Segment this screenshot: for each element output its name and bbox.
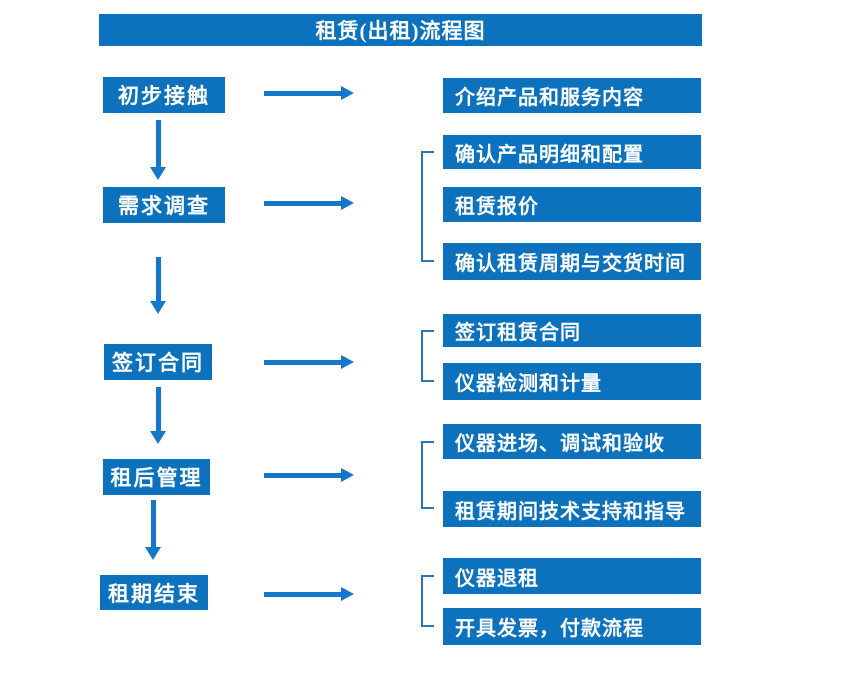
step-box-post-rental-mgmt: 租后管理 (103, 459, 210, 495)
down-arrow-1 (150, 120, 166, 180)
arrow-head-icon (341, 86, 354, 100)
arrow-shaft (264, 472, 341, 478)
bracket-group-rental-end (421, 575, 434, 627)
detail-box-invoice-payment: 开具发票，付款流程 (443, 608, 701, 645)
bracket-group-post-rental (421, 441, 434, 509)
arrow-head-icon (150, 167, 166, 180)
detail-box-sign-rental-contract: 签订租赁合同 (443, 314, 701, 347)
arrow-head-icon (150, 301, 166, 314)
arrow-shaft (264, 90, 341, 96)
down-arrow-2 (150, 257, 166, 314)
arrow-head-icon (145, 547, 161, 560)
title-text: 租赁(出租)流程图 (315, 19, 486, 43)
detail-box-instrument-setup: 仪器进场、调试和验收 (443, 424, 701, 459)
detail-box-confirm-config: 确认产品明细和配置 (443, 135, 701, 169)
arrow-head-icon (341, 355, 354, 369)
step-box-rental-end: 租期结束 (100, 575, 208, 610)
detail-box-confirm-period: 确认租赁周期与交货时间 (443, 243, 701, 280)
bracket-group-demand-survey (421, 151, 434, 262)
arrow-shaft (155, 387, 161, 431)
down-arrow-4 (145, 500, 161, 560)
arrow-shaft (155, 257, 161, 301)
step-box-sign-contract: 签订合同 (104, 344, 212, 380)
title-bar: 租赁(出租)流程图 (99, 14, 702, 46)
detail-box-rental-quote: 租赁报价 (443, 187, 701, 222)
arrow-head-icon (341, 468, 354, 482)
right-arrow-row3 (264, 355, 354, 369)
arrow-head-icon (341, 196, 354, 210)
right-arrow-row1 (264, 86, 354, 100)
arrow-shaft (155, 120, 161, 167)
bracket-group-sign-contract (421, 330, 434, 382)
right-arrow-row2 (264, 196, 354, 210)
right-arrow-row5 (264, 587, 354, 601)
detail-box-intro-products: 介绍产品和服务内容 (443, 78, 701, 113)
arrow-shaft (264, 359, 341, 365)
arrow-shaft (264, 591, 341, 597)
detail-box-tech-support: 租赁期间技术支持和指导 (443, 491, 701, 527)
arrow-shaft (264, 200, 341, 206)
down-arrow-3 (150, 387, 166, 444)
arrow-head-icon (341, 587, 354, 601)
arrow-shaft (150, 500, 156, 547)
detail-box-instrument-testing: 仪器检测和计量 (443, 363, 701, 400)
step-box-demand-survey: 需求调查 (103, 187, 225, 223)
detail-box-instrument-return: 仪器退租 (443, 558, 701, 594)
step-box-initial-contact: 初步接触 (103, 77, 225, 113)
arrow-head-icon (150, 431, 166, 444)
right-arrow-row4 (264, 468, 354, 482)
